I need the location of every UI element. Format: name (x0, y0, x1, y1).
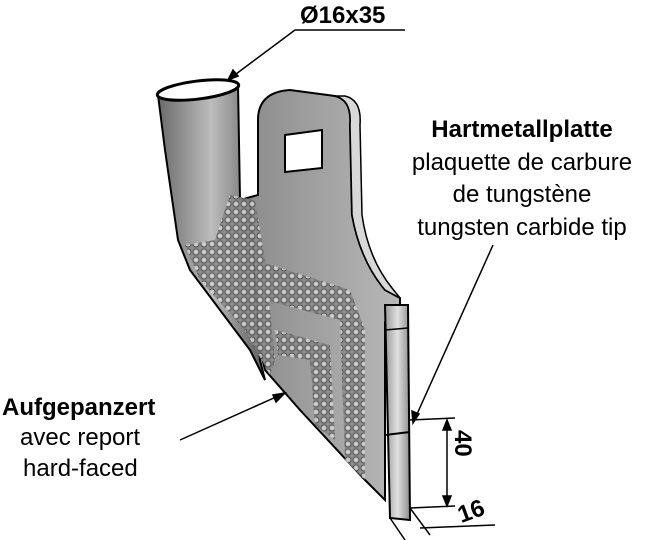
carbide-tip (383, 304, 412, 522)
tip-label-en: tungsten carbide tip (417, 214, 627, 241)
tip-label-fr-2: de tungstène (452, 181, 592, 208)
tip-label-de: Hartmetallplatte (431, 116, 613, 143)
dim-height-label: 40 (449, 430, 476, 457)
hardfacing-label-fr: avec report (20, 424, 141, 451)
tube-dimension-label: Ø16x35 (300, 2, 386, 29)
hardfacing-label-en: hard-faced (23, 455, 138, 482)
mounting-hole (284, 128, 323, 174)
hard-facing-weld (185, 195, 365, 480)
tube-opening (155, 78, 241, 102)
hardfacing-label-de: Aufgepanzert (2, 394, 156, 421)
tip-label-fr-1: plaquette de carbure (411, 149, 633, 176)
leader-lines (179, 29, 496, 540)
